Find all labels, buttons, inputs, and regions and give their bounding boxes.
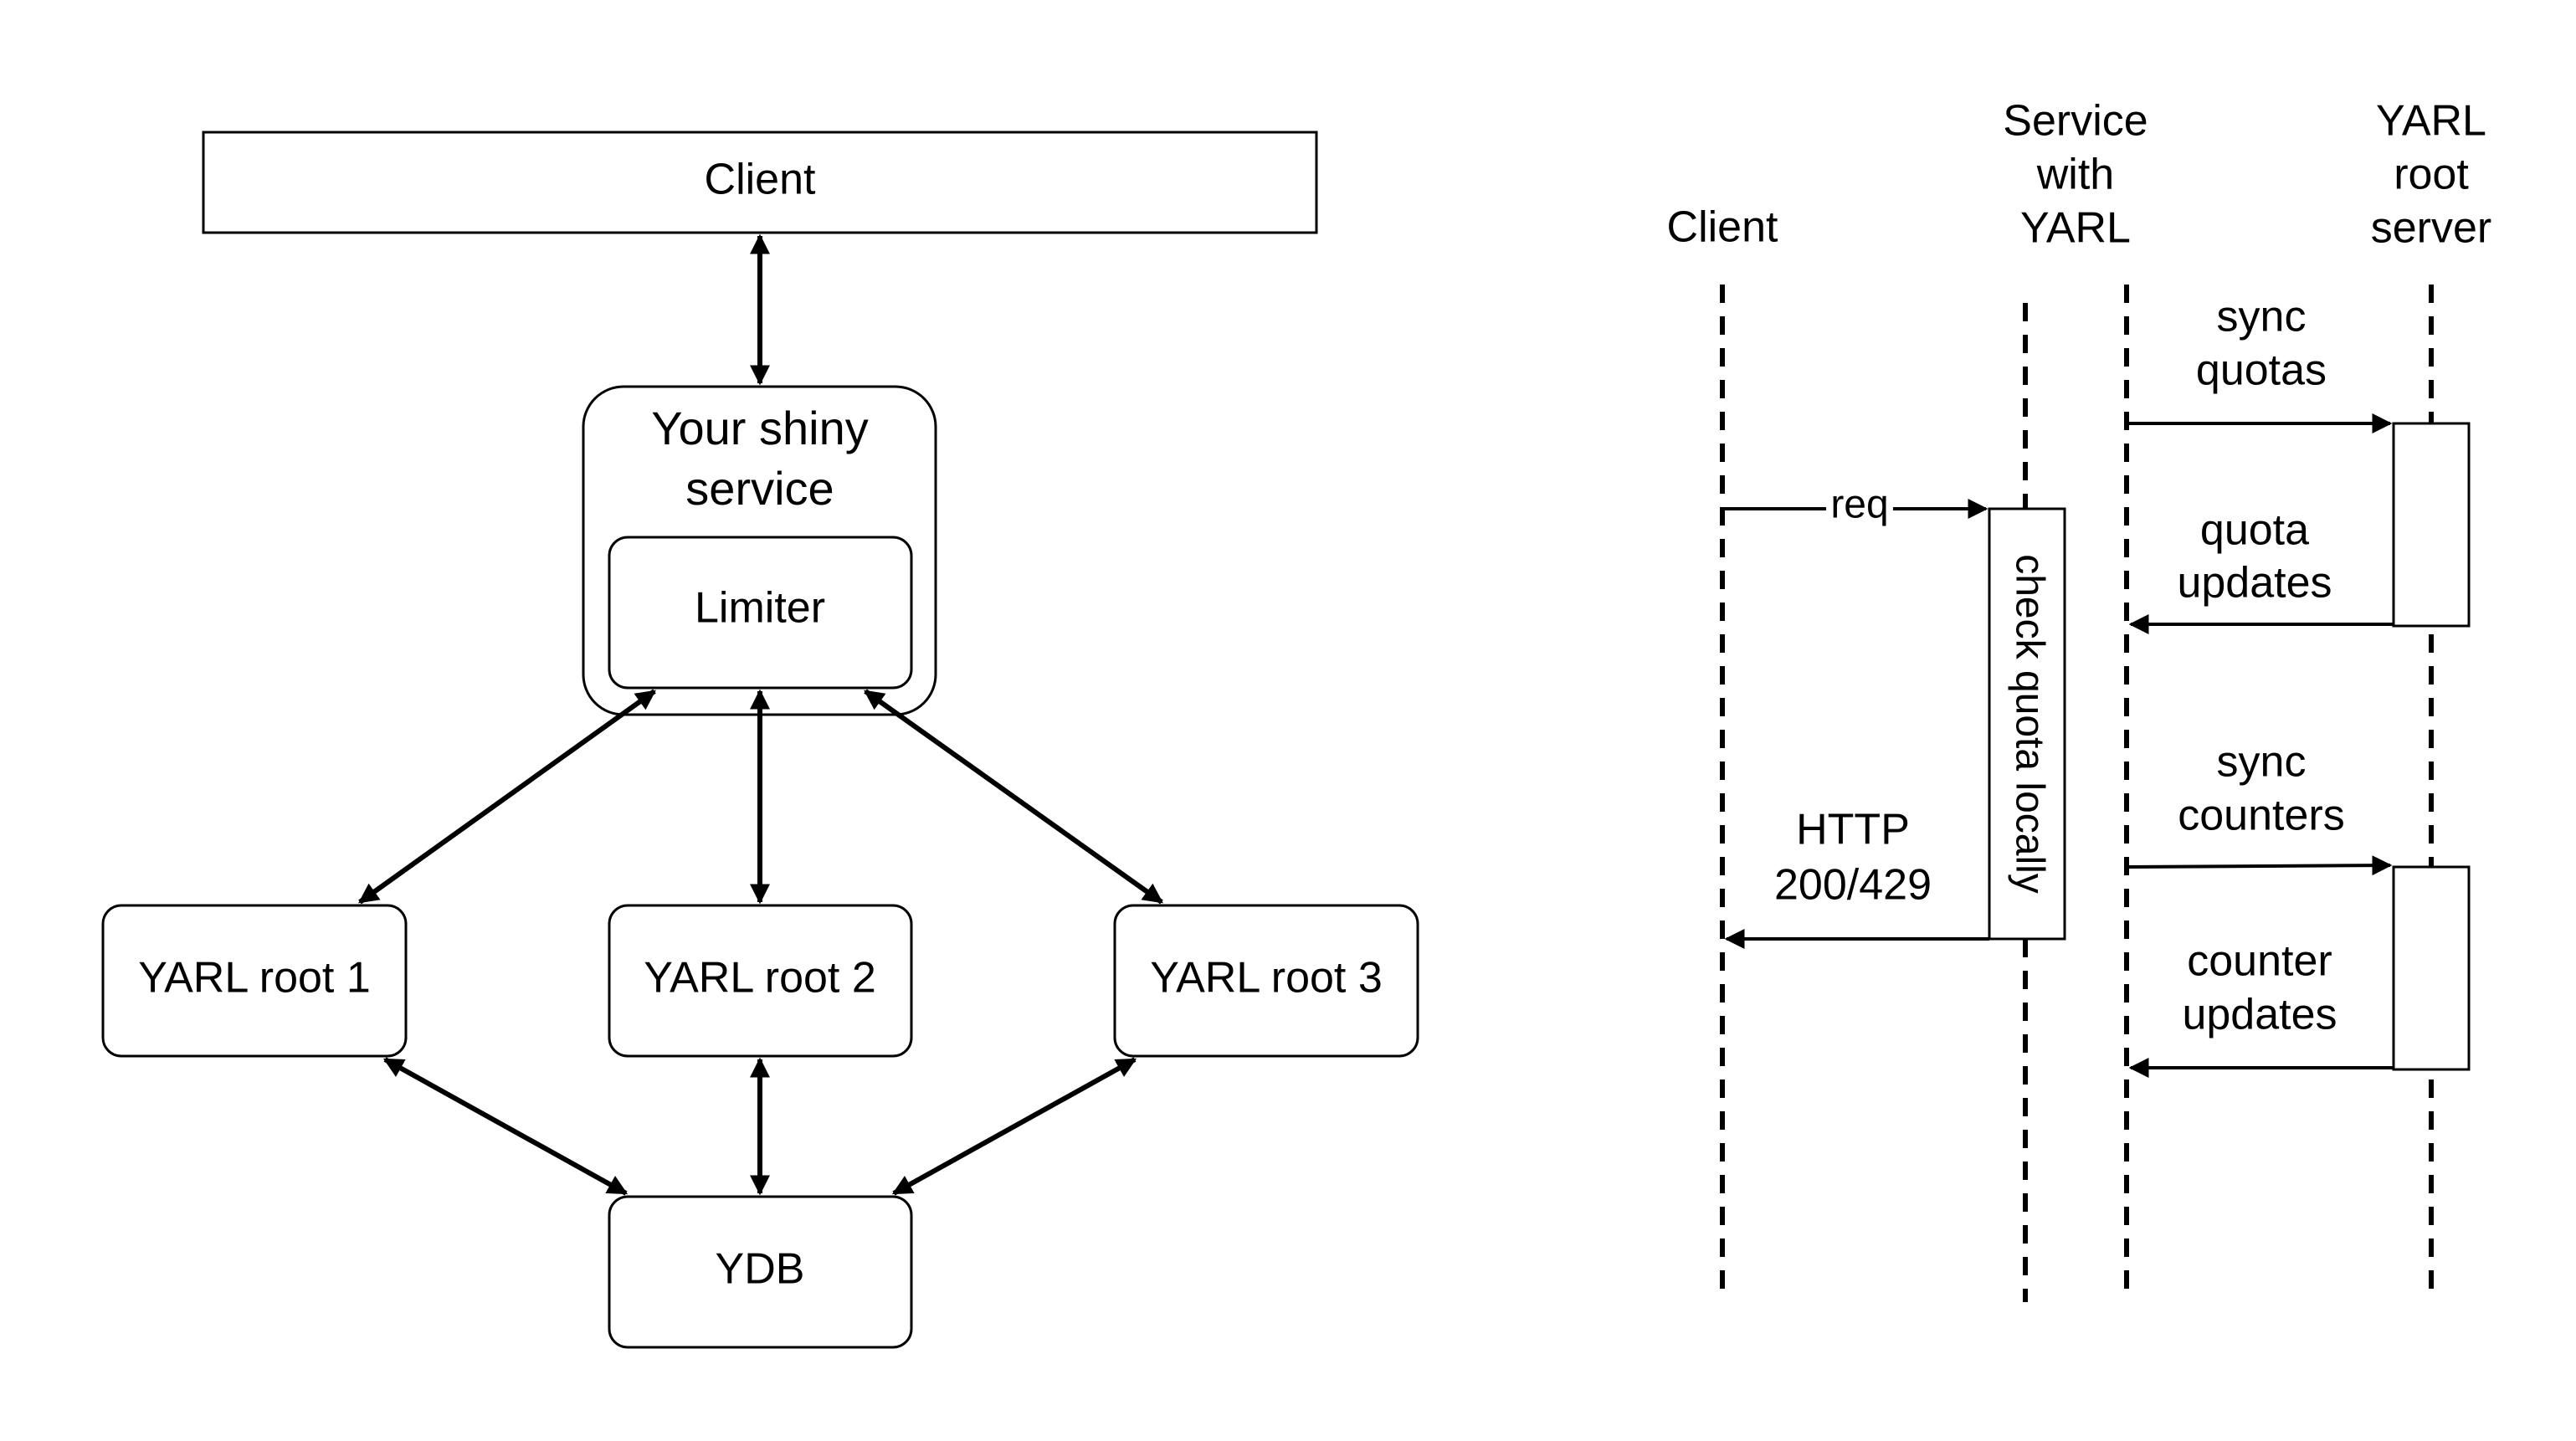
sync-quotas-line-2: quotas	[2196, 346, 2327, 395]
yarl-root-3-node: YARL root 3	[1113, 904, 1419, 1058]
activation-check-quota	[1988, 507, 2066, 941]
participant-root-line-2: root	[2394, 151, 2469, 199]
sequence-diagram: Client Service with YARL YARL root serve…	[1667, 97, 2491, 1302]
participant-root-line-3: server	[2371, 204, 2491, 253]
participant-yarl-root-server: YARL root server	[2371, 97, 2491, 253]
participant-service-line-2: with	[2036, 151, 2114, 199]
activation-root-quotas	[2392, 422, 2471, 628]
edge-limiter-root-1	[358, 689, 656, 905]
service-label-line-1: Your shiny	[651, 402, 868, 454]
participant-service-line-3: YARL	[2020, 204, 2131, 253]
participant-root-line-1: YARL	[2376, 97, 2486, 146]
ydb-label: YDB	[716, 1245, 805, 1294]
yarl-root-2-node: YARL root 2	[608, 904, 913, 1058]
http-label-line-1: HTTP	[1796, 806, 1910, 854]
service-label-line-2: service	[685, 462, 834, 515]
client-label: Client	[705, 156, 816, 204]
message-req: req	[1722, 483, 1988, 527]
message-counter-updates: counter updates	[2128, 937, 2394, 1078]
quota-updates-line-1: quota	[2200, 506, 2309, 555]
sync-quotas-line-1: sync	[2217, 293, 2307, 341]
yarl-root-3-label: YARL root 3	[1150, 954, 1382, 1003]
yarl-root-2-label: YARL root 2	[644, 954, 875, 1003]
yarl-root-1-label: YARL root 1	[138, 954, 370, 1003]
limiter-node: Limiter	[608, 536, 913, 690]
http-label-line-2: 200/429	[1774, 861, 1932, 910]
edge-root-3-ydb	[891, 1057, 1137, 1196]
participant-service-with-yarl: Service with YARL	[2003, 97, 2148, 253]
participant-client: Client	[1667, 203, 1778, 252]
edge-root-1-ydb	[382, 1057, 629, 1196]
sync-counters-line-2: counters	[2178, 792, 2344, 840]
message-sync-counters: sync counters	[2126, 738, 2393, 876]
activation-root-counters	[2392, 865, 2471, 1071]
message-http-response: HTTP 200/429	[1724, 806, 1989, 949]
message-quota-updates: quota updates	[2128, 506, 2394, 634]
ydb-node: YDB	[608, 1195, 913, 1349]
limiter-label: Limiter	[695, 584, 825, 633]
edge-limiter-root-3	[864, 689, 1163, 905]
message-sync-quotas: sync quotas	[2127, 293, 2393, 433]
quota-updates-line-2: updates	[2177, 559, 2332, 608]
client-node: Client	[202, 131, 1318, 234]
counter-updates-line-1: counter	[2187, 937, 2332, 986]
participant-service-line-1: Service	[2003, 97, 2148, 146]
sync-counters-line-1: sync	[2217, 738, 2307, 787]
architecture-diagram: Client Your shiny service Limiter YARL r…	[101, 131, 1419, 1349]
participant-client-label: Client	[1667, 203, 1778, 252]
message-req-label: req	[1830, 483, 1888, 527]
check-quota-label: check quota locally	[2007, 554, 2051, 894]
counter-updates-line-2: updates	[2182, 991, 2337, 1039]
yarl-root-1-node: YARL root 1	[101, 904, 408, 1058]
